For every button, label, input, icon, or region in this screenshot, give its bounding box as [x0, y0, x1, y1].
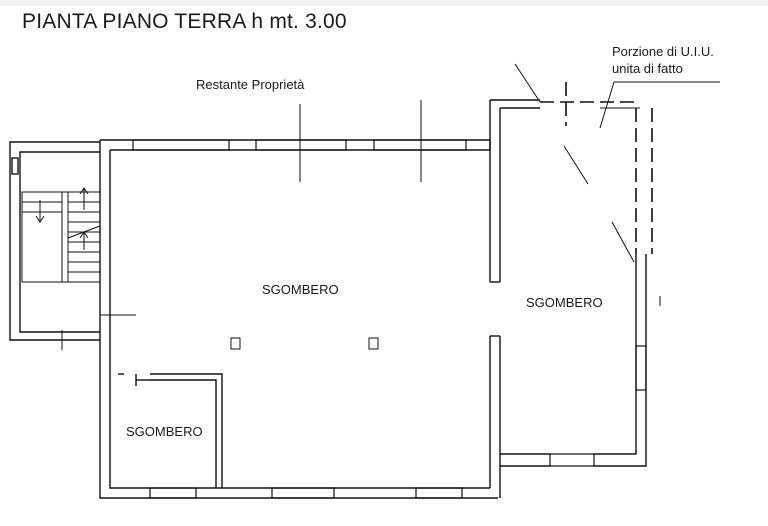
stairs: [21, 187, 101, 350]
main-room-windows: [132, 139, 467, 499]
room-label-main: SGOMBERO: [262, 282, 339, 297]
right-room-walls: [500, 254, 647, 467]
right-room-dashed-boundary: [540, 82, 653, 254]
small-room-walls: [118, 373, 223, 488]
main-room-details: [100, 100, 422, 350]
room-label-right: SGOMBERO: [526, 295, 603, 310]
adjacent-property-label: Restante Proprietà: [196, 77, 305, 92]
unit-portion-line-2: unita di fatto: [612, 61, 683, 76]
plan-title: PIANTA PIANO TERRA h mt. 3.00: [22, 10, 347, 33]
room-label-small: SGOMBERO: [126, 424, 203, 439]
stair-annex-walls: [9, 141, 100, 341]
right-room-leader-lines: [514, 63, 720, 306]
unit-portion-line-1: Porzione di U.I.U.: [612, 44, 714, 59]
top-bar: [0, 0, 768, 6]
unit-portion-label: Porzione di U.I.U. unita di fatto: [612, 43, 714, 77]
